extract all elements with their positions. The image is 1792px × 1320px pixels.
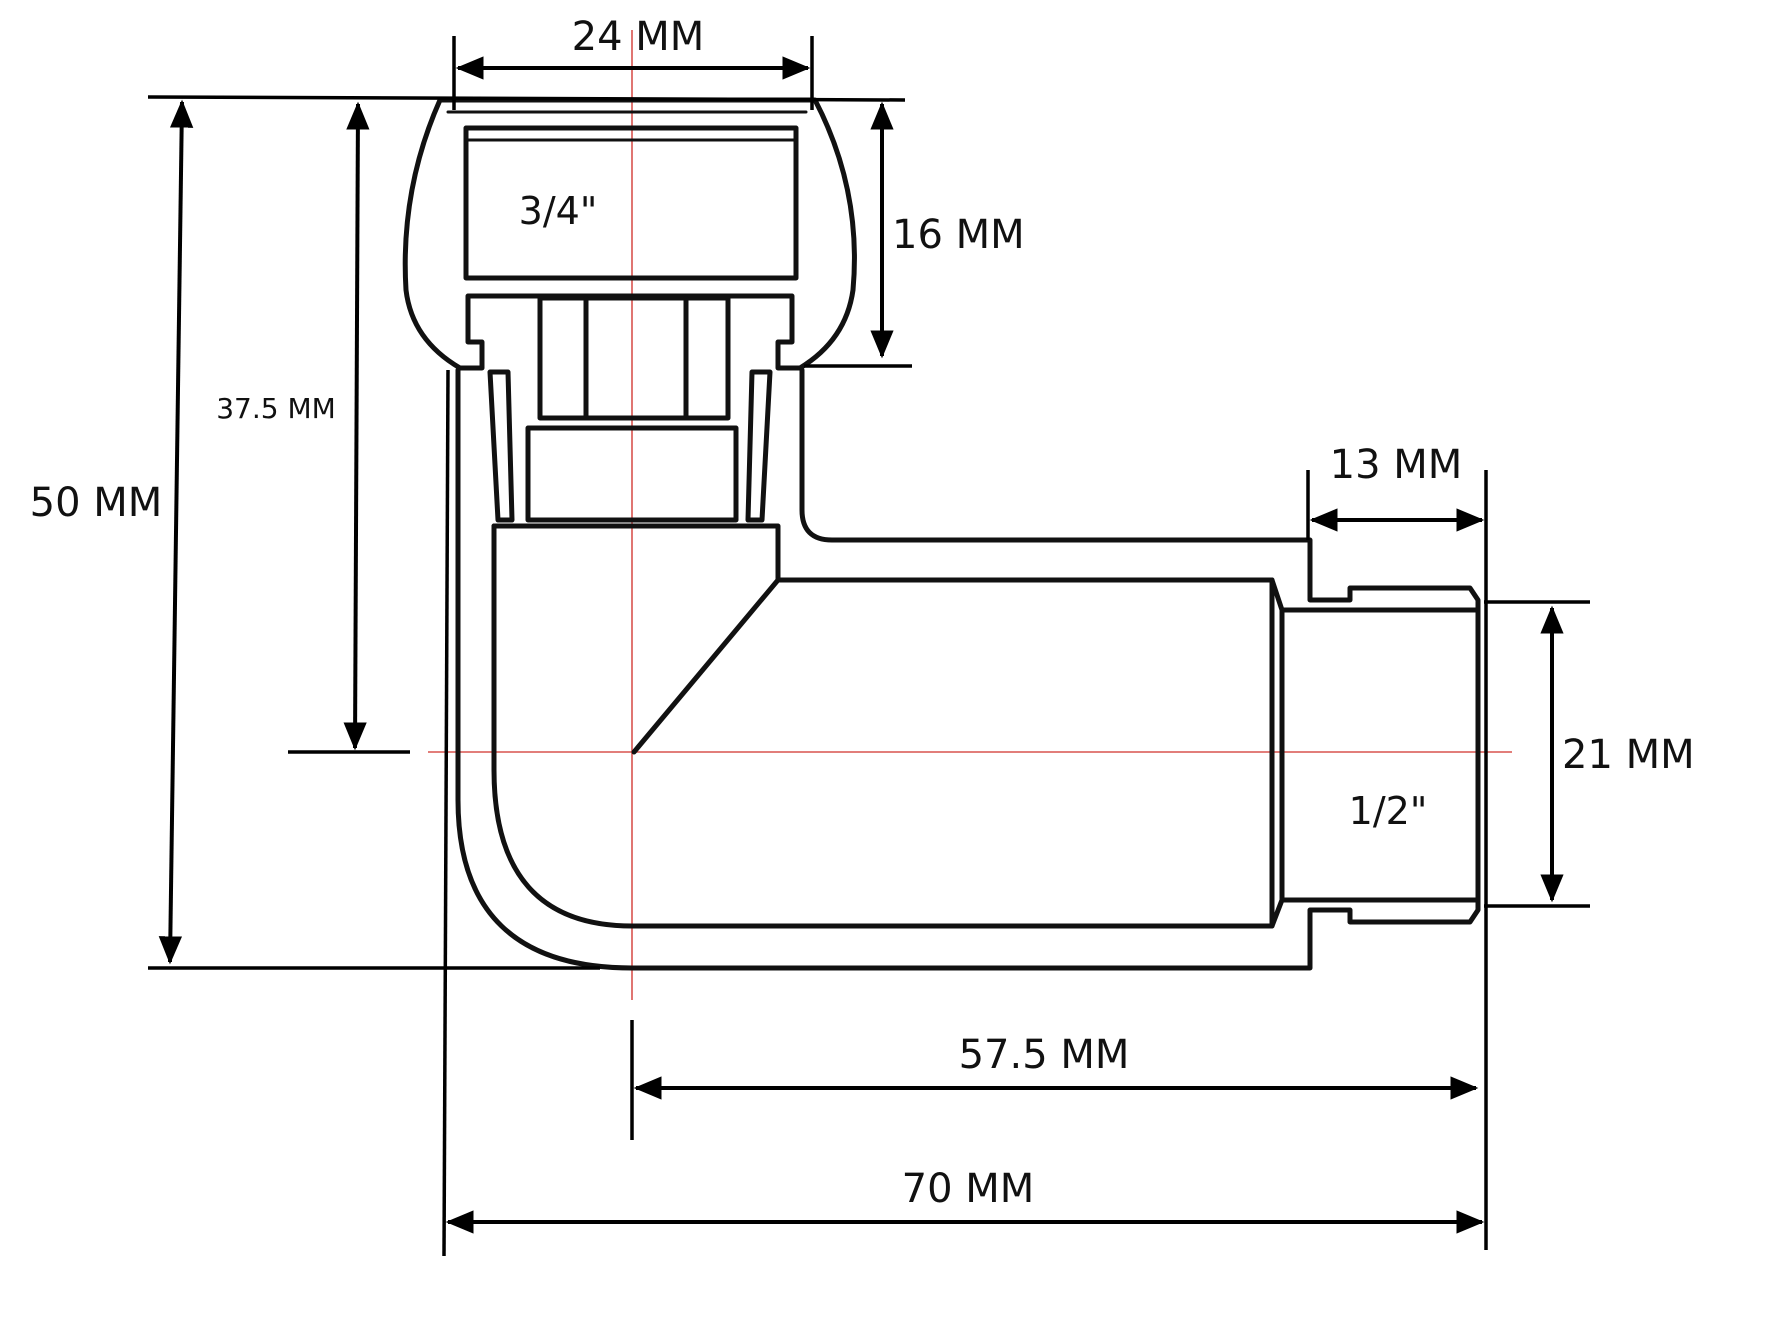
- label-57-5mm: 57.5 MM: [959, 1032, 1130, 1078]
- elbow-inner-chamfer: [631, 577, 781, 755]
- inlet-thread-window: [463, 125, 799, 281]
- extension-lines: [147, 36, 1590, 1257]
- dim-arrow-50mm: [158, 99, 194, 965]
- dim-arrow-37-5mm: [343, 101, 370, 751]
- center-lines: [428, 30, 1512, 1000]
- fitting-body: [402, 97, 1481, 971]
- label-21mm: 21 MM: [1562, 732, 1695, 778]
- spigot-flutes: [537, 295, 731, 421]
- label-24mm: 24 MM: [572, 14, 705, 60]
- union-nut-outline: [402, 97, 857, 371]
- ext-top-horizontal: [147, 95, 906, 102]
- label-16mm: 16 MM: [892, 212, 1025, 258]
- right-thread-insert: [745, 369, 773, 523]
- label-50mm: 50 MM: [30, 480, 163, 526]
- ext-left-vertical: [442, 369, 450, 1257]
- outlet-thread-section: [1269, 577, 1481, 929]
- label-inlet-thread: 3/4": [519, 189, 598, 233]
- left-thread-insert: [487, 369, 515, 523]
- dimension-arrows: [158, 56, 1564, 1234]
- label-13mm: 13 MM: [1330, 442, 1463, 488]
- elbow-inner-bore: [491, 523, 1275, 929]
- label-outlet-thread: 1/2": [1349, 789, 1428, 833]
- dimension-labels: 24 MM 16 MM 50 MM 37.5 MM 13 MM 21 MM 57…: [30, 14, 1695, 1212]
- elbow-outer-wall: [455, 367, 1481, 971]
- label-37-5mm: 37.5 MM: [216, 392, 336, 425]
- elbow-top-wall: [799, 367, 1481, 613]
- spigot-collar: [525, 425, 739, 523]
- thread-size-labels: 3/4" 1/2": [519, 189, 1428, 833]
- label-70mm: 70 MM: [902, 1166, 1035, 1212]
- elbow-inner-top: [491, 523, 1275, 583]
